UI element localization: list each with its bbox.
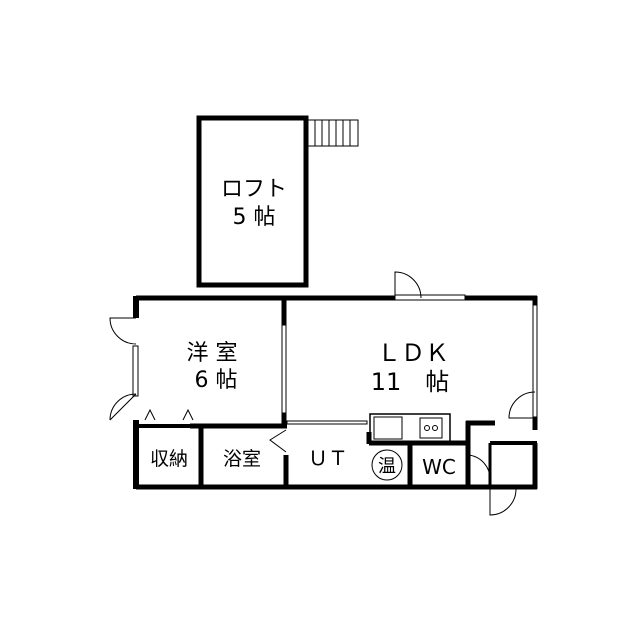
windows (132, 294, 538, 425)
toilet-label: WC (422, 455, 456, 479)
ldk-name: ＬＤＫ (377, 339, 449, 367)
utility-label: ＵＴ (308, 446, 348, 470)
loft-ladder (307, 119, 359, 147)
stove-icon (419, 417, 443, 439)
door-bathroom[interactable] (269, 429, 287, 453)
storage-label: 収納 (150, 448, 188, 470)
door-ldk-top[interactable] (394, 271, 422, 299)
loft-name: ロフト (221, 177, 287, 202)
loft-walls (196, 115, 309, 288)
western-room-size: 6 帖 (195, 368, 238, 393)
door-wc[interactable] (467, 454, 491, 481)
loft-size: 5 帖 (233, 205, 276, 230)
door-exterior[interactable] (489, 488, 530, 516)
kitchen-counter (369, 413, 451, 443)
ldk-size: 11 帖 (371, 368, 450, 396)
loft: ロフト 5 帖 (196, 115, 359, 288)
bathroom-label: 浴室 (223, 448, 261, 470)
door-western-room-top[interactable] (109, 317, 137, 345)
door-western-room-bottom[interactable] (109, 393, 137, 421)
water-heater-icon (371, 449, 403, 481)
sink-icon (373, 416, 403, 440)
door-storage[interactable] (144, 408, 194, 421)
door-entrance[interactable] (508, 391, 536, 419)
doors[interactable] (109, 271, 536, 516)
water-heater-label: 温 (378, 456, 396, 477)
western-room-name: 洋 室 (187, 341, 238, 366)
